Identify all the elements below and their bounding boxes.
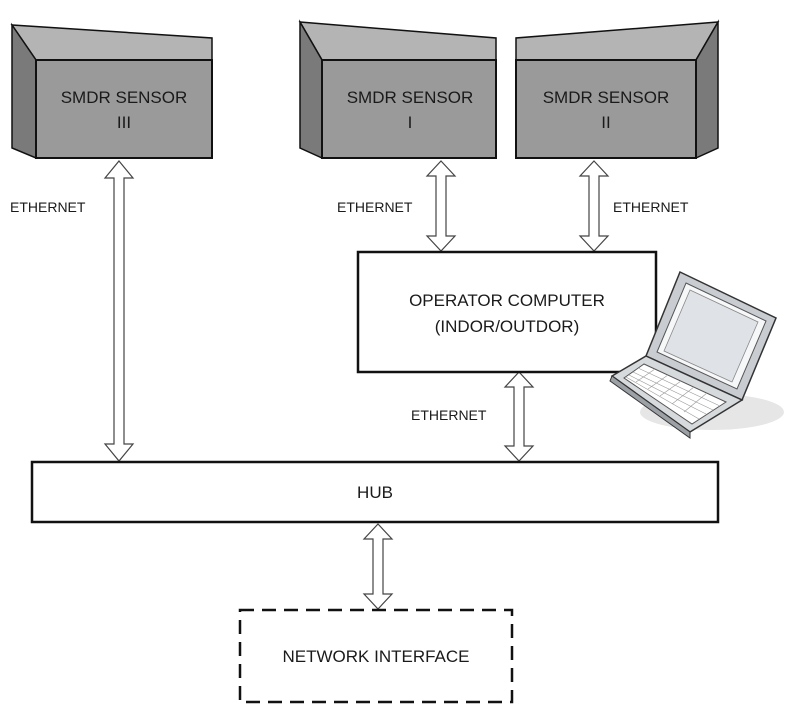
operator-computer-box <box>358 252 656 372</box>
operator-computer: OPERATOR COMPUTER (INDOR/OUTDOR) <box>358 252 656 372</box>
ethernet-label-sensor-ii: ETHERNET <box>613 199 689 215</box>
sensor-i-front <box>322 60 496 158</box>
operator-computer-label-line1: OPERATOR COMPUTER <box>409 291 605 310</box>
sensor-iii-label-line1: SMDR SENSOR <box>61 88 188 107</box>
ethernet-label-sensor-i: ETHERNET <box>337 199 413 215</box>
sensor-i-label-line1: SMDR SENSOR <box>347 88 474 107</box>
sensor-ii-front <box>516 60 696 158</box>
network-interface: NETWORK INTERFACE <box>240 610 512 702</box>
arrow-sensor-iii-hub <box>105 161 133 461</box>
arrow-sensor-i-computer <box>427 161 455 251</box>
sensor-ii-top <box>516 22 718 60</box>
ethernet-label-sensor-iii: ETHERNET <box>10 199 86 215</box>
network-interface-label: NETWORK INTERFACE <box>282 647 469 666</box>
sensor-i-label-line2: I <box>408 113 413 132</box>
arrow-hub-network <box>364 524 392 609</box>
ethernet-label-computer-hub: ETHERNET <box>411 407 487 423</box>
arrow-sensor-ii-computer <box>580 161 608 251</box>
arrow-computer-hub <box>505 372 533 461</box>
hub-label: HUB <box>357 483 393 502</box>
sensor-iii-label-line2: III <box>117 113 131 132</box>
sensor-iii-front <box>36 60 212 158</box>
sensor-i-top <box>300 22 496 60</box>
operator-computer-label-line2: (INDOR/OUTDOR) <box>435 317 579 336</box>
sensor-ii-label-line2: II <box>601 113 610 132</box>
sensor-ii: SMDR SENSOR II <box>516 22 718 158</box>
sensor-iii: SMDR SENSOR III <box>12 25 212 158</box>
sensor-iii-top <box>12 25 212 60</box>
hub: HUB <box>32 462 718 522</box>
sensor-i: SMDR SENSOR I <box>300 22 496 158</box>
sensor-ii-label-line1: SMDR SENSOR <box>543 88 670 107</box>
